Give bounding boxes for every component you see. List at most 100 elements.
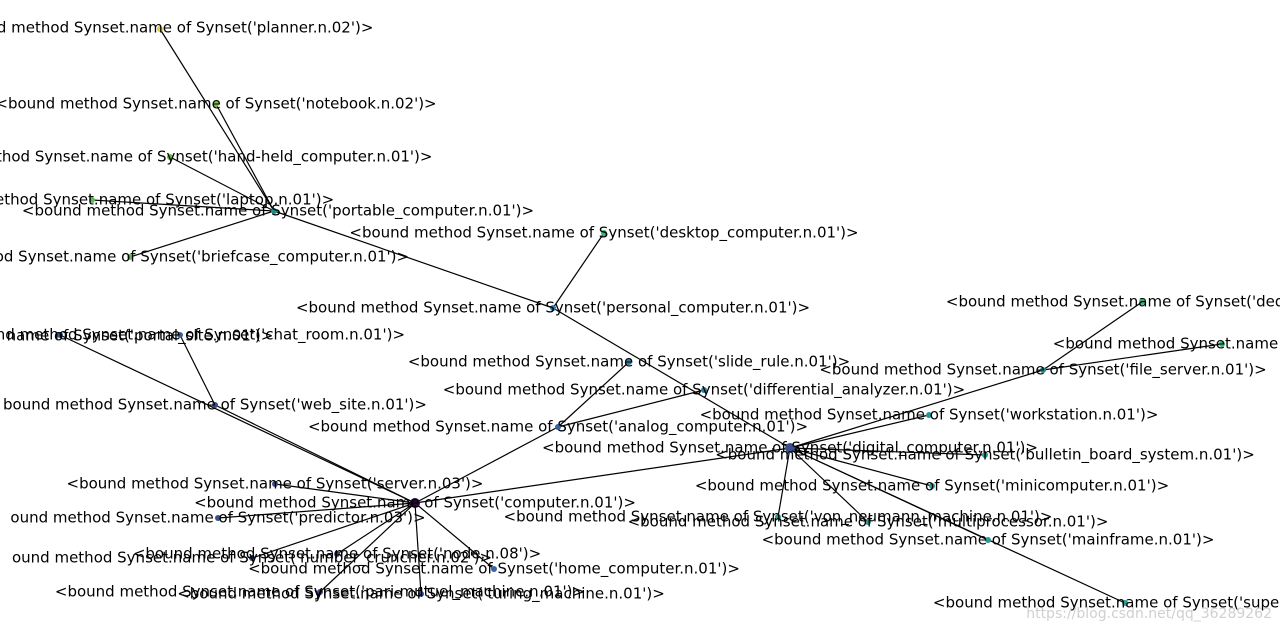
edge-computer-analog_computer [414, 426, 559, 504]
edge-digital_computer-file_server [789, 369, 1044, 449]
node-dot-planner[interactable] [157, 26, 163, 32]
node-dot-chat_room[interactable] [57, 332, 63, 338]
node-dot-server[interactable] [272, 481, 278, 487]
node-label-pari_mutuel: <bound method Synset.name of Synset('par… [55, 583, 585, 602]
node-label-planner: <bound method Synset.name of Synset('pla… [0, 19, 373, 37]
node-label-supercomputer: <bound method Synset.name of Synset('sup… [933, 594, 1280, 612]
edge-portable_computer-planner [159, 28, 275, 212]
node-label-analog_computer: <bound method Synset.name of Synset('ana… [308, 418, 808, 437]
node-dot-slide_rule[interactable] [626, 359, 632, 365]
edge-computer-predictor [217, 502, 416, 519]
node-label-chat_room: <bound method Synset.name of Synset('cha… [0, 326, 405, 345]
edge-portal_site-web_site [179, 334, 216, 406]
edge-digital_computer-personal_computer [552, 307, 791, 449]
edge-computer-server [274, 483, 416, 504]
node-label-home_computer: <bound method Synset.name of Synset('hom… [248, 560, 740, 579]
edge-analog_computer-differential_analyzer [557, 389, 705, 428]
node-dot-node[interactable] [334, 551, 340, 557]
edge-personal_computer-portable_computer [273, 210, 554, 309]
node-label-node: <bound method Synset.name of Synset('nod… [133, 545, 541, 563]
edge-computer-home_computer [414, 502, 495, 570]
node-label-personal_computer: <bound method Synset.name of Synset('per… [296, 299, 810, 318]
node-dot-pari_mutuel[interactable] [317, 589, 323, 595]
node-dot-portal_site[interactable] [177, 332, 183, 338]
node-dot-differential_analyzer[interactable] [701, 387, 707, 393]
edge-analog_computer-slide_rule [557, 361, 630, 428]
edge-computer-pari_mutuel [319, 502, 416, 593]
node-label-workstation: <bound method Synset.name of Synset('wor… [700, 406, 1159, 424]
node-label-server: <bound method Synset.name of Synset('ser… [67, 475, 484, 493]
watermark-text: https://blog.csdn.net/qq_36289262 [1026, 606, 1272, 622]
edge-portable_computer-hand_held_computer [169, 156, 275, 212]
edge-digital_computer-supercomputer [789, 447, 1126, 604]
node-dot-predictor[interactable] [215, 515, 221, 521]
node-label-non: <bound method Synset.name of Synset('non [1053, 335, 1280, 353]
edge-portable_computer-notebook [215, 103, 275, 212]
node-label-portable_computer: <bound method Synset.name of Synset('por… [22, 202, 534, 221]
node-label-dedicated: <bound method Synset.name of Synset('ded… [946, 293, 1280, 312]
node-dot-bulletin_board_system[interactable] [982, 452, 988, 458]
node-label-web_site: bound method Synset.name of Synset('web_… [3, 396, 427, 415]
node-dot-von_neumann[interactable] [775, 514, 781, 520]
edge-digital_computer-von_neumann [777, 447, 791, 518]
node-dot-laptop[interactable] [89, 197, 95, 203]
node-label-multiprocessor: <bound method Synset.name of Synset('mul… [628, 513, 1109, 531]
node-label-computer: <bound method Synset.name of Synset('com… [194, 494, 636, 512]
node-dot-analog_computer[interactable] [555, 424, 561, 430]
edge-file_server-non [1042, 343, 1223, 371]
node-dot-workstation[interactable] [926, 412, 932, 418]
edge-computer-number_cruncher [251, 502, 416, 559]
node-label-von_neumann: <bound method Synset.name of Synset('von… [504, 508, 1053, 527]
node-label-file_server: <bound method Synset.name of Synset('fil… [819, 361, 1266, 380]
node-label-desktop_computer: <bound method Synset.name of Synset('des… [349, 224, 858, 243]
node-label-predictor: ound method Synset.name of Synset('predi… [10, 509, 425, 527]
edge-digital_computer-workstation [789, 414, 930, 449]
edge-computer-digital_computer [414, 447, 791, 504]
node-dot-minicomputer[interactable] [929, 483, 935, 489]
node-label-digital_computer: <bound method Synset.name of Synset('dig… [542, 439, 1038, 458]
edge-computer-chat_room [59, 334, 416, 504]
node-label-portal_site: name of Synset('portal_site.n.01')> [7, 327, 274, 346]
node-label-slide_rule: <bound method Synset.name of Synset('sli… [408, 353, 850, 372]
node-dot-digital_computer[interactable] [785, 443, 795, 453]
nodes-layer [57, 26, 1225, 606]
node-dot-briefcase_computer[interactable] [127, 254, 133, 260]
edge-portable_computer-briefcase_computer [129, 210, 275, 258]
node-label-bulletin_board_system: <bound method Synset.name of Synset('bul… [715, 446, 1255, 465]
edge-portable_computer-laptop [91, 199, 275, 212]
node-dot-dedicated[interactable] [1139, 299, 1145, 305]
node-dot-desktop_computer[interactable] [601, 230, 607, 236]
node-label-mainframe: <bound method Synset.name of Synset('mai… [762, 531, 1215, 549]
edge-file_server-dedicated [1042, 301, 1143, 371]
edge-personal_computer-desktop_computer [552, 232, 605, 309]
labels-layer: <bound method Synset.name of Synset('com… [0, 19, 1280, 612]
edge-digital_computer-minicomputer [789, 447, 933, 487]
edges-layer [59, 28, 1223, 604]
node-dot-multiprocessor[interactable] [865, 519, 871, 525]
node-dot-turing_machine[interactable] [418, 591, 424, 597]
node-label-laptop: <bound method Synset.name of Synset('lap… [0, 191, 334, 209]
node-label-turing_machine: <bound method Synset.name of Synset('tur… [177, 585, 665, 604]
node-dot-mainframe[interactable] [985, 537, 991, 543]
node-dot-hand_held_computer[interactable] [167, 154, 173, 160]
node-dot-personal_computer[interactable] [550, 305, 556, 311]
node-dot-file_server[interactable] [1040, 367, 1046, 373]
node-dot-computer[interactable] [410, 498, 420, 508]
edge-digital_computer-bulletin_board_system [789, 447, 986, 456]
edge-digital_computer-multiprocessor [789, 447, 869, 523]
node-label-number_cruncher: ound method Synset.name of Synset('numbe… [12, 549, 492, 568]
node-dot-home_computer[interactable] [491, 566, 497, 572]
node-dot-notebook[interactable] [213, 101, 219, 107]
node-dot-number_cruncher[interactable] [249, 555, 255, 561]
node-label-briefcase_computer: <bound method Synset.name of Synset('bri… [0, 248, 409, 267]
edge-computer-web_site [214, 404, 416, 504]
node-dot-portable_computer[interactable] [271, 208, 277, 214]
edge-computer-turing_machine [414, 502, 422, 595]
node-label-hand_held_computer: <bound method Synset.name of Synset('han… [0, 148, 432, 167]
node-dot-non[interactable] [1219, 341, 1225, 347]
edge-computer-node [336, 502, 416, 555]
node-dot-web_site[interactable] [212, 402, 218, 408]
node-label-differential_analyzer: <bound method Synset.name of Synset('dif… [443, 381, 965, 400]
node-dot-supercomputer[interactable] [1122, 600, 1128, 606]
